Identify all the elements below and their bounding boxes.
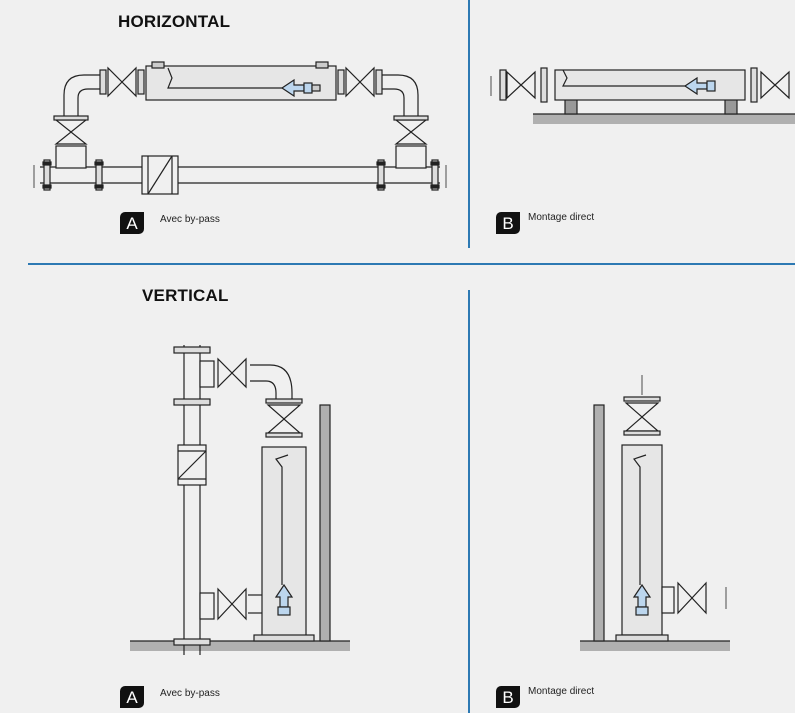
flow-arrow-icon (683, 76, 708, 96)
badge-v-a: A (120, 686, 144, 708)
vertical-divider-top (468, 0, 470, 248)
diagram-vertical-bypass (130, 345, 350, 655)
vertical-title: VERTICAL (142, 286, 229, 305)
caption-v-a: Avec by-pass (160, 688, 220, 699)
flow-arrow-icon (632, 583, 652, 608)
badge-h-a: A (120, 212, 144, 234)
horizontal-divider (28, 263, 795, 265)
flow-arrow-icon (274, 583, 294, 608)
diagram-horizontal-direct (490, 67, 795, 124)
vertical-divider-bottom (468, 290, 470, 713)
diagram-vertical-direct (580, 375, 730, 651)
horizontal-title: HORIZONTAL (118, 12, 231, 31)
flange-icon (43, 159, 439, 191)
caption-h-b: Montage direct (528, 212, 595, 223)
diagram-horizontal-bypass (33, 61, 447, 195)
caption-v-b: Montage direct (528, 686, 595, 697)
badge-v-b: B (496, 686, 520, 708)
badge-h-b: B (496, 212, 520, 234)
caption-h-a: Avec by-pass (160, 214, 220, 225)
flow-arrow-icon (280, 78, 305, 98)
